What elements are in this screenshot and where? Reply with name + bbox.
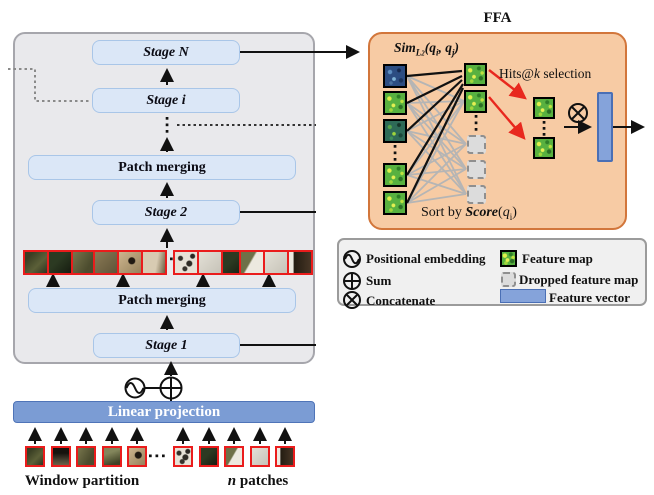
image-patch <box>117 250 143 275</box>
feature-map <box>383 91 407 115</box>
legend-item-concatenate: Concatenate <box>366 293 436 308</box>
dropped-feature-map-swatch <box>501 272 516 287</box>
feature-map <box>383 191 407 215</box>
feature-map-swatch <box>500 250 517 267</box>
n-patches-label: n patches <box>227 473 289 489</box>
image-patch <box>76 446 96 467</box>
dropped-feature-map <box>467 185 486 204</box>
patch-group <box>93 250 167 275</box>
image-patch <box>102 446 122 467</box>
image-patch <box>173 446 193 467</box>
backbone-panel <box>13 32 315 364</box>
dropped-feature-map <box>467 135 486 154</box>
legend-item-sum: Sum <box>366 273 392 288</box>
feature-map <box>383 119 407 143</box>
patch-merging-upper-box: Patch merging <box>28 155 296 180</box>
stage-1-box: Stage 1 <box>93 333 240 358</box>
patch-group <box>23 250 97 275</box>
image-patch <box>51 446 71 467</box>
image-patch <box>141 250 167 275</box>
stage-2-box: Stage 2 <box>92 200 240 225</box>
image-patch <box>93 250 119 275</box>
patch-group <box>239 250 313 275</box>
legend-item-positional-embedding: Positional embedding <box>366 251 486 266</box>
selected-feature-map <box>533 137 555 159</box>
stage-n-box: Stage N <box>92 40 240 65</box>
image-patch <box>197 250 223 275</box>
positional-embedding-icon <box>124 377 146 399</box>
image-patch <box>250 446 270 467</box>
patch-merging-lower-label: Patch merging <box>118 292 206 308</box>
image-patch <box>173 250 199 275</box>
image-patch <box>199 446 219 467</box>
feature-vector-bar <box>597 92 613 162</box>
similarity-label: SimL2(qi, qj) <box>394 40 460 58</box>
feature-map <box>464 63 487 86</box>
image-patch <box>23 250 49 275</box>
image-patch <box>47 250 73 275</box>
feature-map <box>464 90 487 113</box>
stage-i-label: Stage i <box>146 92 186 108</box>
selected-feature-map <box>533 97 555 119</box>
dropped-feature-map <box>467 160 486 179</box>
window-partition-label: Window partition <box>24 473 140 489</box>
sum-icon <box>159 376 183 400</box>
image-patch <box>239 250 265 275</box>
patch-merging-upper-label: Patch merging <box>118 159 206 175</box>
image-patch <box>224 446 244 467</box>
stage-2-label: Stage 2 <box>144 204 188 220</box>
legend-item-dropped-feature-map: Dropped feature map <box>519 272 639 287</box>
image-patch <box>287 250 313 275</box>
stage-i-box: Stage i <box>92 88 240 113</box>
ffa-title: FFA <box>483 10 512 26</box>
image-patch <box>263 250 289 275</box>
image-patch <box>25 446 45 467</box>
hits-at-k-label: Hits@k selection <box>499 66 592 81</box>
legend-item-feature-vector: Feature vector <box>549 290 630 305</box>
legend-item-feature-map: Feature map <box>522 251 593 266</box>
feature-map <box>383 64 407 88</box>
feature-map <box>383 163 407 187</box>
patch-merging-lower-box: Patch merging <box>28 288 296 313</box>
stage-n-label: Stage N <box>143 44 189 60</box>
image-patch <box>275 446 295 467</box>
patch-group <box>173 250 247 275</box>
legend-panel <box>337 238 647 306</box>
stage-1-label: Stage 1 <box>145 337 188 353</box>
feature-vector-swatch <box>500 289 546 303</box>
image-patch <box>127 446 147 467</box>
linear-projection-label: Linear projection <box>107 403 221 420</box>
sort-by-score-label: Sort by Score(qi) <box>421 205 517 222</box>
linear-projection-bar: Linear projection <box>13 401 315 423</box>
